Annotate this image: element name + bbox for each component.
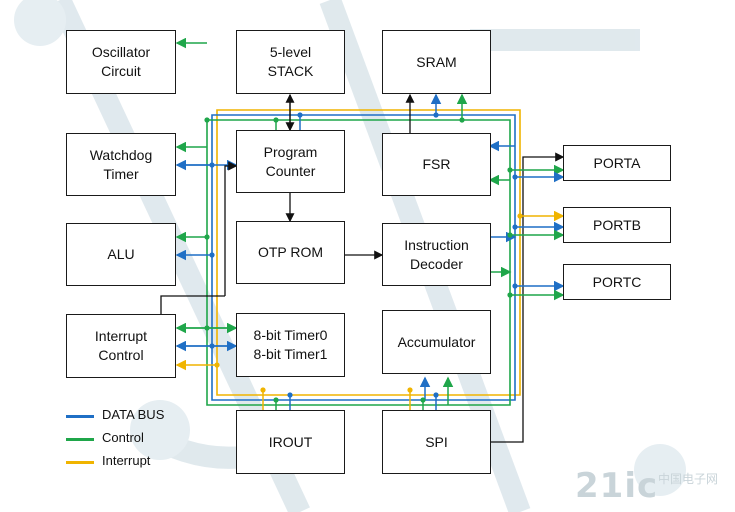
data-bus-loop — [211, 114, 516, 401]
brand-watermark-sub: 中国电子网 — [658, 472, 719, 486]
block-program-counter: Program Counter — [236, 130, 345, 193]
block-alu: ALU — [66, 223, 176, 286]
block-instruction-decoder: Instruction Decoder — [382, 223, 491, 286]
block-interrupt-control: Interrupt Control — [66, 314, 176, 378]
legend-label: DATA BUS — [102, 407, 165, 422]
block-portb: PORTB — [563, 207, 671, 243]
interrupt-bus-loop — [216, 109, 521, 396]
block-oscillator-circuit: Oscillator Circuit — [66, 30, 176, 94]
block-portc: PORTC — [563, 264, 671, 300]
block-watchdog-timer: Watchdog Timer — [66, 133, 176, 196]
legend-swatch — [66, 415, 94, 418]
legend-swatch — [66, 438, 94, 441]
block-timers: 8-bit Timer0 8-bit Timer1 — [236, 313, 345, 377]
block-porta: PORTA — [563, 145, 671, 181]
brand-watermark: 21ic — [575, 466, 659, 506]
block-5-level-stack: 5-level STACK — [236, 30, 345, 94]
block-spi: SPI — [382, 410, 491, 474]
legend-label: Interrupt — [102, 453, 151, 468]
legend-label: Control — [102, 430, 144, 445]
block-irout: IROUT — [236, 410, 345, 474]
block-accumulator: Accumulator — [382, 310, 491, 374]
block-fsr: FSR — [382, 133, 491, 196]
control-bus-loop — [206, 119, 511, 406]
block-otp-rom: OTP ROM — [236, 221, 345, 284]
block-sram: SRAM — [382, 30, 491, 94]
legend-swatch — [66, 461, 94, 464]
